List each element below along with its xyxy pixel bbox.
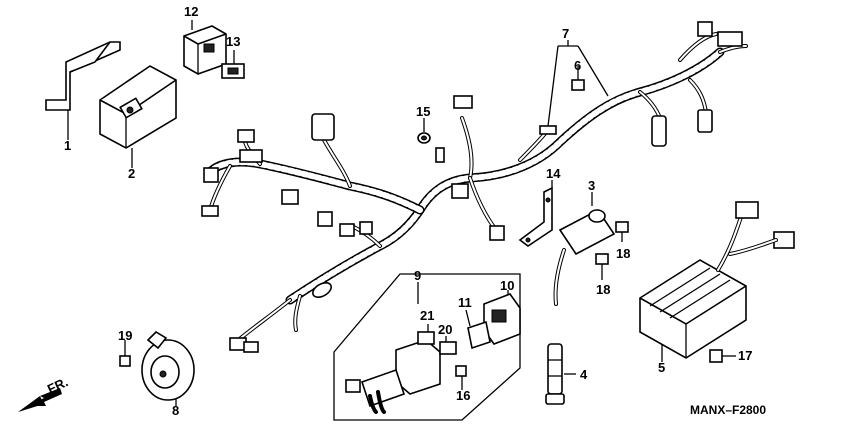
bolt-part-19[interactable] [119, 340, 131, 367]
screw-part-16[interactable] [455, 365, 467, 390]
callout-16: 16 [456, 388, 470, 403]
wire-harness[interactable] [201, 21, 748, 353]
callout-3: 3 [588, 178, 595, 193]
regulator-rectifier-part-5[interactable] [639, 201, 795, 362]
rubber-part-10[interactable] [483, 290, 521, 345]
bracket-part-1[interactable] [45, 41, 121, 140]
callout-9: 9 [414, 268, 421, 283]
front-direction-label: FR. [45, 374, 70, 396]
callout-20: 20 [438, 322, 452, 337]
spark-plug-cap-part-4[interactable] [545, 343, 576, 405]
bolt-part-17[interactable] [709, 349, 736, 363]
callout-17: 17 [738, 348, 752, 363]
switch-assembly-part-9[interactable] [333, 273, 521, 421]
grommet-part-15[interactable] [417, 118, 431, 144]
bolt-part-18-upper[interactable] [615, 221, 629, 242]
callout-5: 5 [658, 360, 665, 375]
component-part-20[interactable] [439, 336, 457, 355]
clip-part-7[interactable] [547, 40, 609, 127]
callout-7: 7 [562, 26, 569, 41]
callout-18-lower: 18 [596, 282, 610, 297]
control-unit-part-2[interactable] [99, 65, 177, 168]
component-part-21[interactable] [417, 324, 435, 345]
clip-part-6[interactable] [571, 66, 585, 91]
front-direction-arrow [18, 388, 62, 412]
callout-11: 11 [458, 295, 472, 310]
callout-14: 14 [546, 166, 561, 181]
callout-10: 10 [500, 278, 514, 293]
callout-18-upper: 18 [616, 246, 630, 261]
ignition-coil-part-3[interactable] [553, 192, 616, 306]
callout-2: 2 [128, 166, 135, 181]
callout-13: 13 [226, 34, 240, 49]
horn-part-8[interactable] [141, 330, 195, 406]
callout-19: 19 [118, 328, 132, 343]
bolt-part-18-lower[interactable] [595, 253, 609, 280]
plate-part-11[interactable] [465, 309, 491, 350]
bracket-part-14[interactable] [518, 180, 553, 247]
callout-1: 1 [64, 138, 71, 153]
callout-12: 12 [184, 4, 198, 19]
relay-part-12[interactable] [183, 20, 227, 75]
callout-6: 6 [574, 58, 581, 73]
callout-21: 21 [420, 308, 434, 323]
callout-8: 8 [172, 403, 179, 418]
callout-15: 15 [416, 104, 430, 119]
connector-part-13[interactable] [221, 50, 245, 79]
callout-4: 4 [580, 367, 588, 382]
diagram-code: MANX–F2800 [690, 403, 766, 417]
